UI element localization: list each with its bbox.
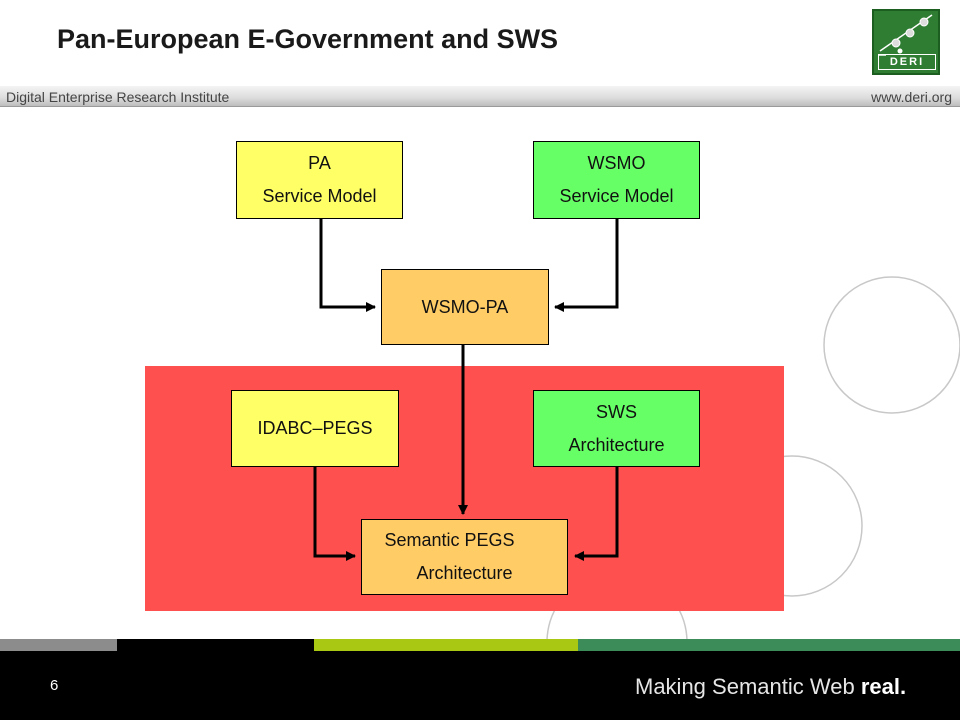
footer-bar: [0, 651, 960, 720]
institute-name: Digital Enterprise Research Institute: [6, 89, 230, 105]
node-label-line: Architecture: [416, 563, 513, 583]
tagline-emphasis: real.: [860, 674, 907, 699]
footer-strip-gray: [0, 639, 117, 651]
diagram-connectors: [313, 219, 619, 561]
node-label-line: Service Model: [559, 186, 674, 206]
node-label-line: Architecture: [568, 434, 665, 455]
node-label-line: WSMO-PA: [421, 296, 509, 317]
connector-sws-to-semantic-pegs: [574, 467, 619, 561]
footer-strip-black: [117, 639, 314, 651]
website-link[interactable]: www.deri.org: [871, 89, 952, 105]
tagline: Making Semantic Web real.: [635, 674, 906, 700]
connector-pa-to-wsmo-pa: [319, 219, 376, 312]
node-label-line: Service Model: [262, 186, 377, 206]
node-label-line: PA: [308, 153, 331, 173]
deri-logo-text: DERI: [878, 54, 936, 70]
footer-strip-lime: [314, 639, 578, 651]
connector-idabc-to-semantic-pegs: [313, 467, 356, 561]
connector-wsmo-to-wsmo-pa: [554, 219, 619, 312]
decorative-circle: [823, 276, 960, 414]
node-pa-service-model: PA Service Model: [236, 141, 403, 219]
footer-strip-green: [578, 639, 960, 651]
node-idabc-pegs: IDABC–PEGS: [231, 390, 399, 467]
institute-banner: [0, 86, 960, 107]
node-label-line: IDABC–PEGS: [257, 418, 373, 438]
slide-title: Pan-European E-Government and SWS: [57, 24, 559, 54]
tagline-prefix: Making Semantic Web: [635, 674, 861, 699]
node-semantic-pegs-architecture: Semantic PEGS Architecture: [361, 519, 568, 595]
node-sws-architecture: SWS Architecture: [533, 390, 700, 467]
node-wsmo-pa: WSMO-PA: [381, 269, 549, 345]
node-label-line: Semantic PEGS: [384, 530, 515, 550]
node-label-line: SWS: [595, 401, 637, 422]
page-number: 6: [50, 677, 59, 694]
deri-logo: DERI: [872, 9, 940, 75]
deri-logo-graphic: [878, 14, 933, 56]
node-wsmo-service-model: WSMO Service Model: [533, 141, 700, 219]
node-label-line: WSMO: [587, 153, 646, 173]
